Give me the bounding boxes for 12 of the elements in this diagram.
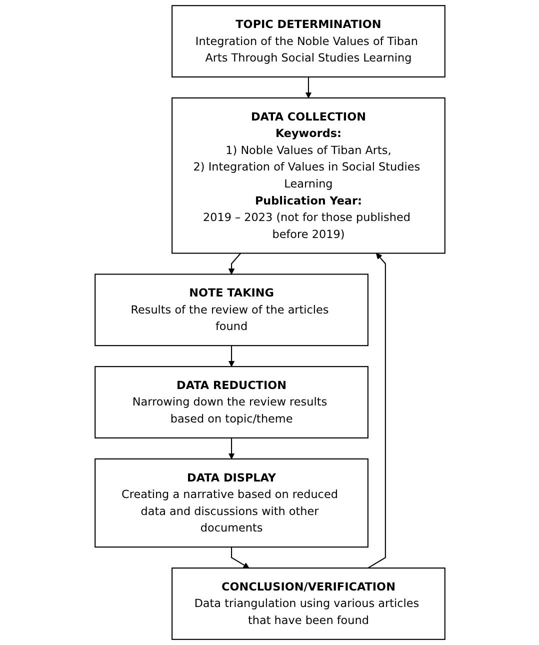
node-box: CONCLUSION/VERIFICATION Data triangulation using various articles that have been found — [171, 568, 445, 640]
node-box: DATA DISPLAY Creating a narrative based on reduced data and discussions with other documents — [94, 458, 368, 548]
node-box: DATA COLLECTION Keywords: 1) Noble Values of Tiban Arts, 2) Integration of Values in Social Studies Learning Publication Year: 2019 – 2023 (not for those published before 2019) — [171, 97, 445, 254]
node-box: DATA REDUCTION Narrowing down the review results based on topic/theme — [94, 366, 368, 438]
arrow — [230, 547, 249, 568]
arrow — [228, 438, 234, 460]
node-box: NOTE TAKING Results of the review of the articles found — [94, 274, 368, 346]
arrow — [228, 346, 234, 367]
arrow — [228, 252, 241, 274]
arrow — [304, 76, 312, 98]
node-box: TOPIC DETERMINATION Integration of the Noble Values of Tiban Arts Through Social Studies Learning — [171, 5, 445, 78]
arrow — [367, 252, 386, 568]
